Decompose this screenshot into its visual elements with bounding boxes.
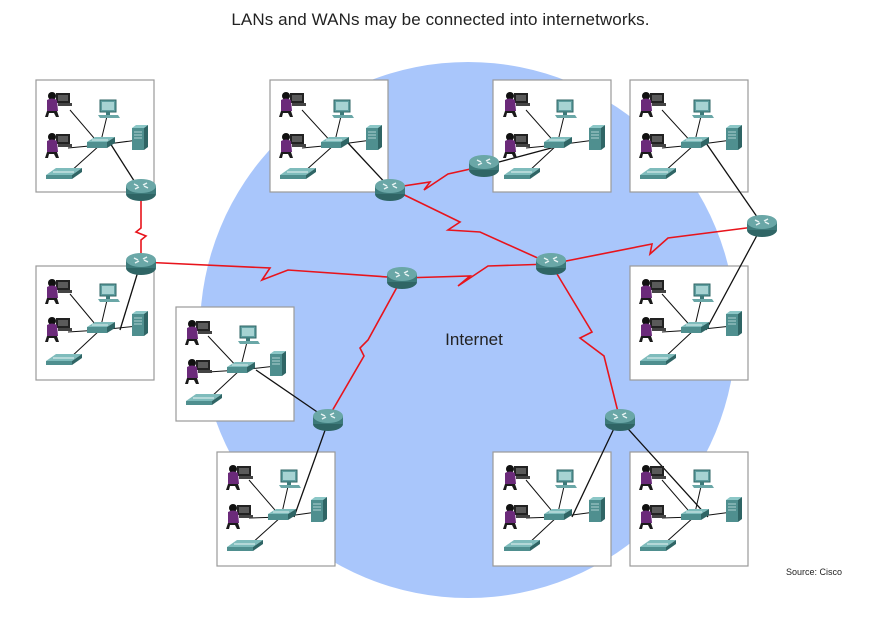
- wan-links: [134, 165, 763, 421]
- lan-uplinks: [109, 142, 763, 518]
- source-credit: Source: Cisco: [786, 567, 843, 577]
- server-icon: [269, 350, 287, 377]
- router-icon: [312, 408, 344, 432]
- router-icon: [604, 408, 636, 432]
- internet-label: Internet: [445, 330, 503, 349]
- server-icon: [588, 124, 606, 151]
- server-icon: [131, 310, 149, 337]
- server-icon: [131, 124, 149, 151]
- server-icon: [588, 496, 606, 523]
- router-icon: [535, 252, 567, 276]
- router-icon: [125, 178, 157, 202]
- router-icon: [125, 252, 157, 276]
- router-icon: [468, 154, 500, 178]
- router-icon: [746, 214, 778, 238]
- diagram-title: LANs and WANs may be connected into inte…: [231, 10, 650, 29]
- lan-internal-wiring: [67, 109, 733, 545]
- server-icon: [725, 310, 743, 337]
- router-icon: [374, 178, 406, 202]
- server-icon: [365, 124, 383, 151]
- server-icon: [310, 496, 328, 523]
- server-icon: [725, 496, 743, 523]
- server-icon: [725, 124, 743, 151]
- router-icon: [386, 266, 418, 290]
